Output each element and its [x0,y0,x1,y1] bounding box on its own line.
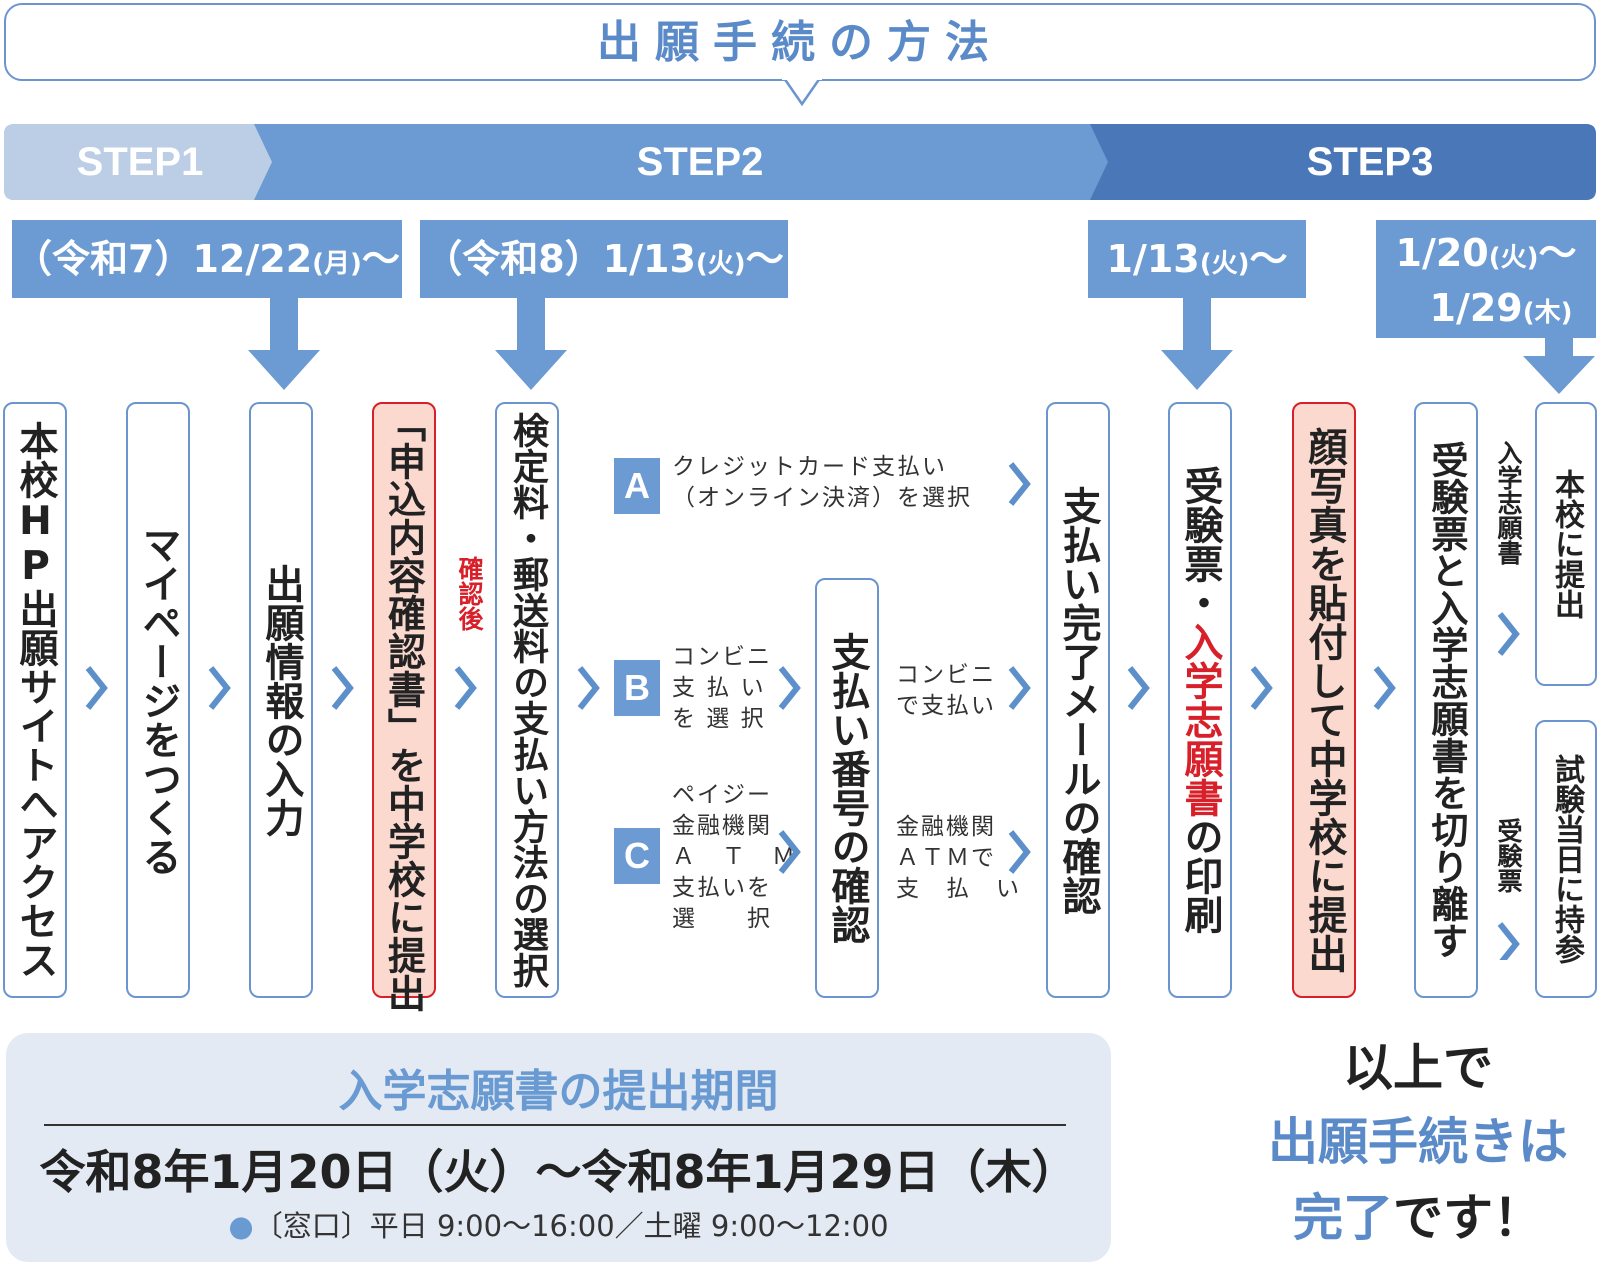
step2-label: STEP2 [636,140,764,184]
date-step3: 1/13(火)～ [1088,220,1306,298]
chevron-right-icon [778,830,801,874]
sub-label-exam-ticket: 受験票 [1494,818,1523,893]
chevron-right-icon [1250,666,1273,710]
after-confirmation-note: 確認後 [455,556,484,631]
submission-period-panel [6,1033,1111,1262]
chevron-right-icon [1008,462,1031,506]
page-title: 出願手続の方法 [597,17,1003,68]
flow-chevrons [85,462,1520,960]
box-select-payment: 検定料・郵送料の支払い方法の選択 [495,402,559,998]
down-arrow-3 [1161,298,1233,390]
chevron-right-icon [1497,922,1520,960]
chevron-right-icon [454,666,477,710]
finish-line-2: 出願手続きは [1268,1113,1568,1171]
box-input-info: 出願情報の入力 [249,402,313,998]
box-attach-photo: 顔写真を貼付して中学校に提出 [1292,402,1356,998]
option-b-badge: B [614,660,660,716]
box-payment-number: 支払い番号の確認 [815,578,879,998]
down-arrow-2 [495,298,567,390]
box-separate-documents: 受験票と入学志願書を切り離す [1414,402,1478,998]
chevron-right-icon [85,666,108,710]
down-arrow-1 [248,298,320,390]
chevron-right-icon [577,666,600,710]
box-print-documents: 受験票・入学志願書の印刷 [1168,402,1232,998]
date-submission: 1/20(火)～ 1/29(木) [1376,220,1596,338]
divider [44,1124,1066,1126]
chevron-right-icon [1008,830,1031,874]
pay-at-convenience-text: コンビニで支払い [896,662,996,719]
box-create-mypage: マイページをつくる [126,402,190,998]
bullet-icon: ● [228,1209,254,1243]
chevron-right-icon [1373,666,1396,710]
chevron-right-icon [1008,666,1031,710]
option-a-text: クレジットカード支払い（オンライン決済）を選択 [672,454,972,511]
box-bring-on-exam-day: 試験当日に持参 [1535,720,1597,998]
chevron-right-icon [778,666,801,710]
title-pointer [782,78,822,107]
date-step2: （令和8）1/13(火)～ [420,220,788,298]
step1-label: STEP1 [76,140,204,184]
step3-segment [1090,124,1596,200]
step-band [4,124,1596,200]
chevron-right-icon [1127,666,1150,710]
submission-period-title: 入学志願書の提出期間 [338,1066,779,1117]
sub-label-application: 入学志願書 [1494,440,1523,565]
chevron-right-icon [331,666,354,710]
option-a-badge: A [614,458,660,514]
down-arrow-4 [1523,338,1595,394]
counter-hours: ●〔窓口〕平日 9:00～16:00／土曜 9:00～12:00 [228,1209,889,1243]
finish-line-3: 完了です！ [1293,1189,1543,1247]
chevron-right-icon [1497,612,1520,656]
box-submit-to-school: 本校に提出 [1535,402,1597,686]
box-payment-complete-mail: 支払い完了メールの確認 [1046,402,1110,998]
date-step1: （令和7）12/22(月)～ [12,220,402,298]
box-access-site: 本校HP出願サイトへアクセス [3,402,67,998]
chevron-right-icon [208,666,231,710]
finish-line-1: 以上で [1343,1039,1493,1097]
submission-period-dates: 令和8年1月20日（火）～令和8年1月29日（木） [39,1145,1078,1199]
step1-segment [4,124,272,200]
box-submit-confirmation: 「申込内容確認書」を中学校に提出 [372,402,436,1012]
down-arrows [248,298,1595,394]
option-c-badge: C [614,828,660,884]
option-b-text: コンビニ支 払 いを 選 択 [672,644,772,732]
title-balloon [4,3,1596,81]
step3-label: STEP3 [1306,140,1434,184]
